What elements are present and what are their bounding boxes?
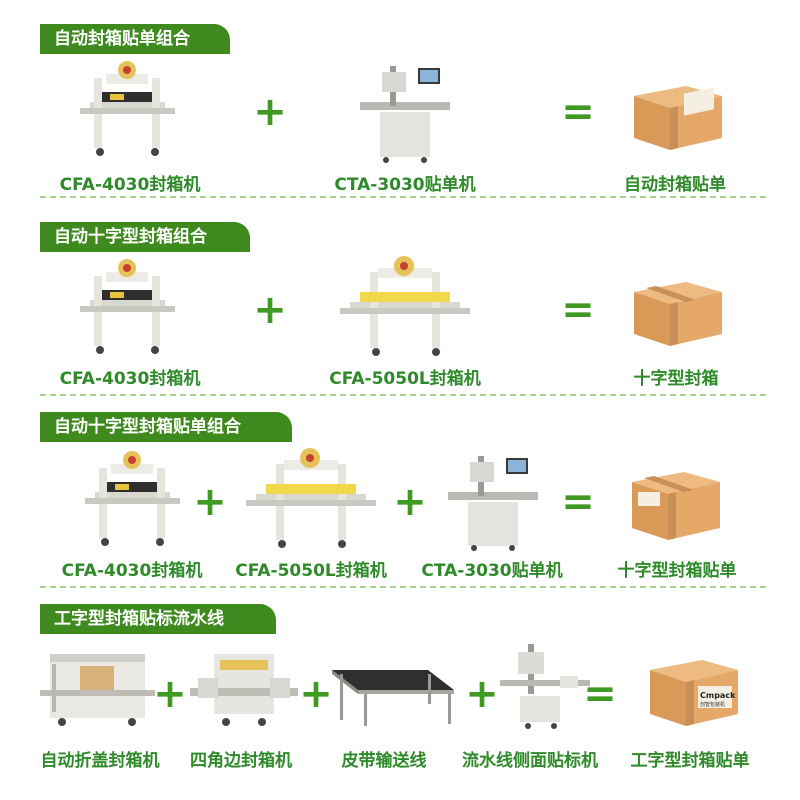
- case-erector-sealer-image: [40, 644, 155, 728]
- case-sealer-machine-image: [85, 448, 180, 550]
- item-label: 皮带输送线: [341, 751, 427, 771]
- item-label: CFA-4030封箱机: [59, 369, 201, 389]
- sealed-box-image: Cmpack 创智包装机: [642, 650, 742, 728]
- section-divider: [40, 586, 766, 588]
- equals-operator: =: [561, 287, 595, 333]
- sealed-box-image: [626, 272, 726, 348]
- side-labeler-image: [500, 640, 590, 730]
- item-label: CFA-5050L封箱机: [235, 561, 387, 581]
- item-label: CFA-4030封箱机: [59, 175, 201, 195]
- item-label: 流水线侧面贴标机: [462, 751, 598, 771]
- equals-operator: =: [561, 479, 595, 525]
- section-4-title: 工字型封箱贴标流水线: [40, 604, 276, 634]
- result-label: 十字型封箱: [633, 369, 719, 389]
- item-label: CTA-3030贴单机: [421, 561, 563, 581]
- plus-operator: +: [465, 671, 499, 717]
- item-label: 自动折盖封箱机: [40, 751, 160, 771]
- label-machine-image: [448, 452, 538, 552]
- box-brand-text: Cmpack: [700, 691, 736, 700]
- four-corner-sealer-image: [190, 648, 298, 728]
- section-2-title: 自动十字型封箱组合: [40, 222, 250, 252]
- plus-operator: +: [299, 671, 333, 717]
- item-label: CFA-4030封箱机: [61, 561, 203, 581]
- case-sealer-machine-image: [246, 446, 376, 550]
- case-sealer-machine-image: [80, 256, 175, 358]
- belt-conveyor-image: [328, 660, 458, 728]
- plus-operator: +: [253, 287, 287, 333]
- plus-operator: +: [393, 479, 427, 525]
- section-3-title: 自动十字型封箱贴单组合: [40, 412, 292, 442]
- equals-operator: =: [583, 671, 617, 717]
- plus-operator: +: [193, 479, 227, 525]
- result-label: 自动封箱贴单: [624, 175, 726, 195]
- item-label: CTA-3030贴单机: [334, 175, 476, 195]
- section-divider: [40, 196, 766, 198]
- section-1-title: 自动封箱贴单组合: [40, 24, 230, 54]
- result-label: 十字型封箱贴单: [617, 561, 737, 581]
- result-label: 工字型封箱贴单: [630, 751, 750, 771]
- case-sealer-machine-image: [340, 254, 470, 358]
- plus-operator: +: [153, 671, 187, 717]
- plus-operator: +: [253, 89, 287, 135]
- equals-operator: =: [561, 89, 595, 135]
- sealed-box-image: [624, 462, 724, 542]
- item-label: 四角边封箱机: [190, 751, 292, 771]
- label-machine-image: [360, 62, 450, 164]
- box-brand-sub-text: 创智包装机: [700, 701, 725, 708]
- sealed-box-image: [626, 76, 726, 152]
- section-divider: [40, 394, 766, 396]
- item-label: CFA-5050L封箱机: [329, 369, 481, 389]
- case-sealer-machine-image: [80, 58, 175, 160]
